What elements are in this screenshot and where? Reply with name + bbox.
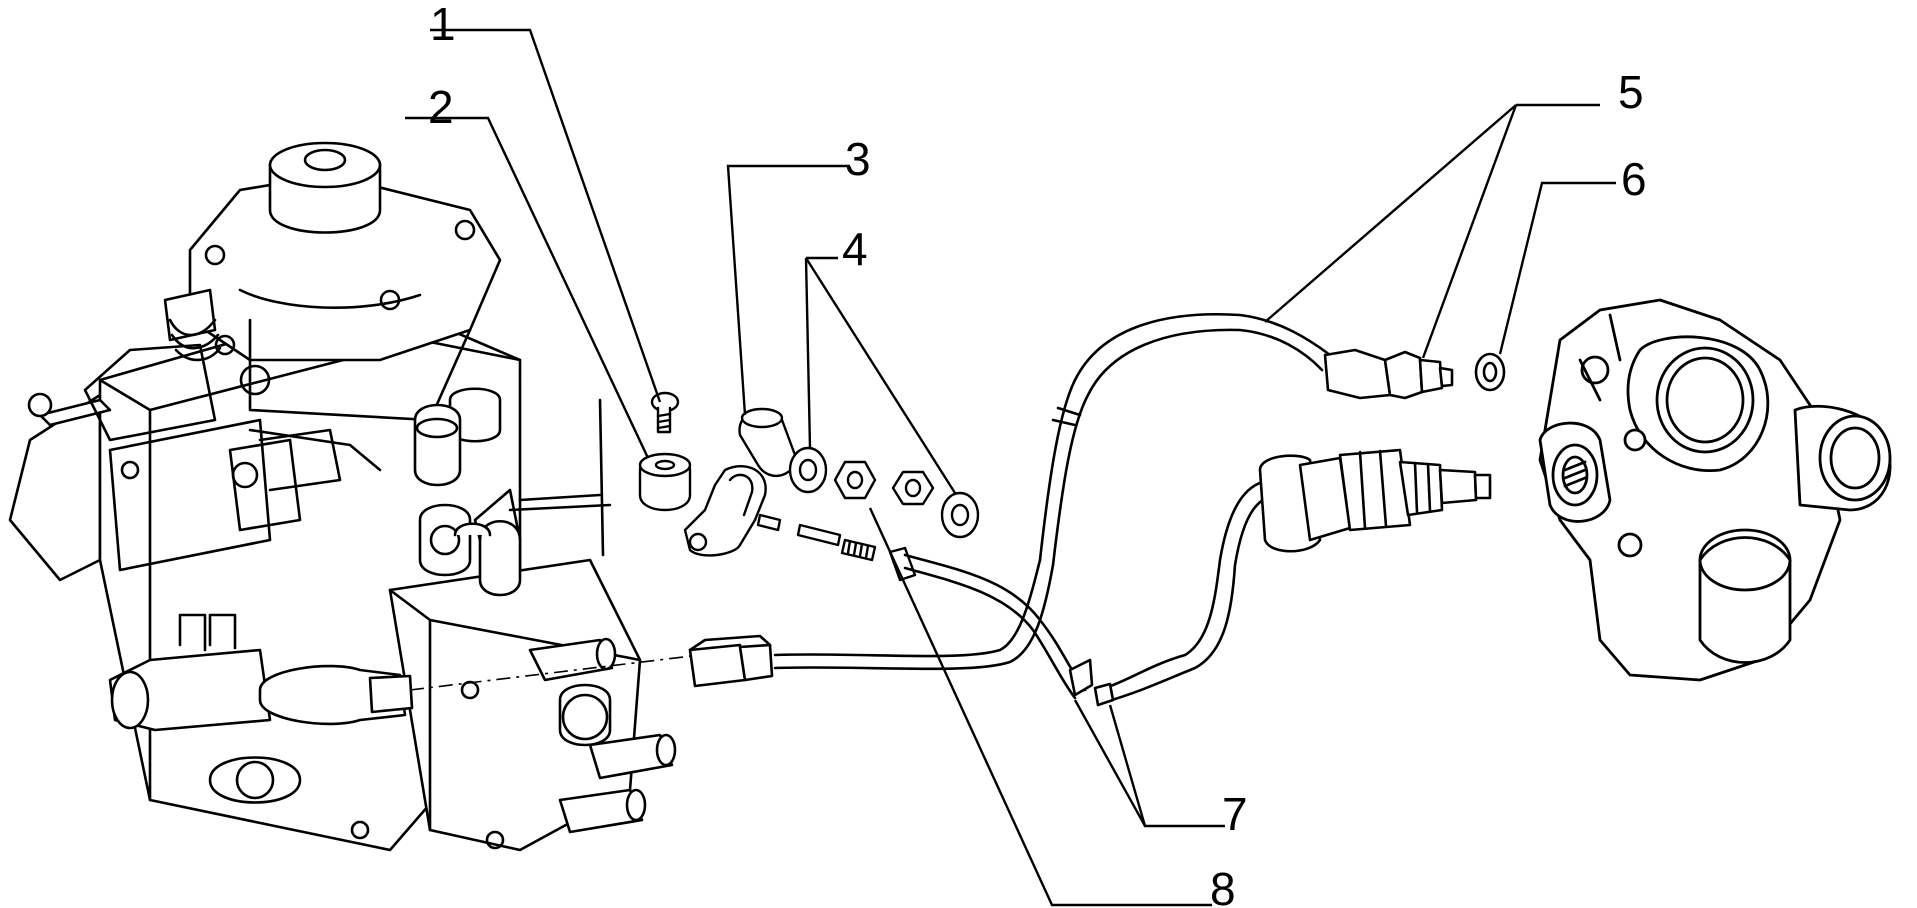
temperature-sensor-part-7 [1258, 448, 1492, 553]
leader-2 [405, 116, 650, 459]
clamp-part-3 [683, 407, 797, 557]
wiring-harness [688, 313, 1332, 707]
leader-4a [804, 257, 812, 449]
screw-part-1 [650, 391, 680, 434]
callout-labels: 1 2 3 4 5 6 7 8 [428, 0, 1647, 908]
leader-3 [726, 164, 850, 416]
leader-7a [1073, 699, 1225, 828]
callout-5: 5 [1618, 66, 1644, 118]
callout-8: 8 [1210, 863, 1236, 908]
leader-4b [804, 257, 957, 494]
thermostat-housing [1538, 298, 1892, 682]
washers-nuts-part-4 [788, 446, 980, 539]
leader-7b [1108, 704, 1147, 827]
callout-3: 3 [845, 133, 871, 185]
washer-part-6 [1474, 352, 1506, 392]
bush-part-2 [638, 452, 692, 512]
leader-5b [1421, 104, 1518, 359]
assembly-axis-line [409, 654, 701, 691]
callout-1: 1 [430, 0, 456, 50]
callout-7: 7 [1222, 788, 1248, 840]
callout-6: 6 [1621, 153, 1647, 205]
callout-2: 2 [428, 81, 454, 133]
leader-5a [1264, 104, 1517, 323]
leader-6 [1498, 181, 1616, 355]
sensor-part-5 [1323, 348, 1454, 400]
leader-8 [868, 507, 1212, 907]
leader-1 [430, 28, 662, 403]
injection-pump-assembly [8, 141, 677, 852]
leader-lines [405, 28, 1616, 907]
callout-4: 4 [842, 223, 868, 275]
pin-sleeve-part-8 [756, 513, 917, 582]
